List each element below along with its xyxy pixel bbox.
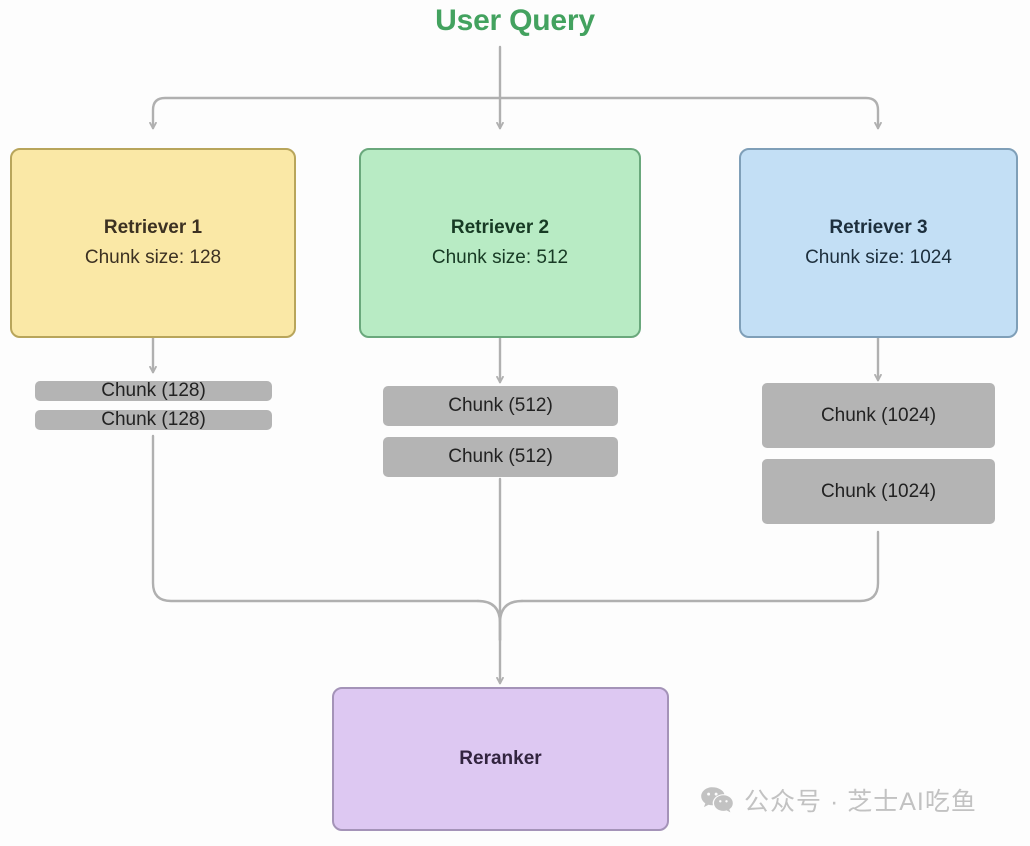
chunk-box-128-b-label: Chunk (128) <box>101 409 206 430</box>
retriever-1-title: Retriever 1 <box>103 216 203 238</box>
chunk-box-128-a-label: Chunk (128) <box>101 380 206 401</box>
retriever-3-title: Retriever 3 <box>829 216 928 238</box>
chunk-box-512-b-label: Chunk (512) <box>448 446 553 467</box>
diagram-title: User Query <box>435 4 595 37</box>
wechat-icon <box>700 786 734 814</box>
retriever-3-subtitle: Chunk size: 1024 <box>805 247 952 268</box>
chunk-box-1024-a-label: Chunk (1024) <box>820 404 937 426</box>
chunk-box-512-a-label: Chunk (512) <box>448 395 553 416</box>
chunk-box-512-a[interactable]: Chunk (512) <box>383 386 618 426</box>
watermark: 公众号 · 芝士AI吃鱼 <box>700 782 977 818</box>
watermark-text: 公众号 · 芝士AI吃鱼 <box>744 788 977 816</box>
chunk-box-128-a[interactable]: Chunk (128) <box>35 380 272 401</box>
chunk-box-512-b[interactable]: Chunk (512) <box>383 437 618 477</box>
chunk-box-128-b[interactable]: Chunk (128) <box>35 409 272 430</box>
chunk-box-1024-a[interactable]: Chunk (1024) <box>762 383 995 448</box>
chunk-box-1024-b-label: Chunk (1024) <box>820 480 937 502</box>
retriever-3-node[interactable]: Retriever 3 Chunk size: 1024 <box>739 148 1018 338</box>
edge-merge-right-curve <box>498 599 524 642</box>
edge-query-to-retriever3 <box>498 96 882 130</box>
reranker-title: Reranker <box>459 747 542 769</box>
edge-query-to-retriever1 <box>149 96 502 130</box>
retriever-2-node[interactable]: Retriever 2 Chunk size: 512 <box>359 148 641 338</box>
retriever-1-node[interactable]: Retriever 1 Chunk size: 128 <box>10 148 296 338</box>
edge-merge-left-curve <box>476 599 502 642</box>
retriever-2-subtitle: Chunk size: 512 <box>431 247 569 268</box>
edge-chunks3-to-merge <box>520 530 880 603</box>
retriever-1-subtitle: Chunk size: 128 <box>84 247 222 268</box>
retriever-2-title: Retriever 2 <box>450 216 550 238</box>
chunk-box-1024-b[interactable]: Chunk (1024) <box>762 459 995 524</box>
reranker-node[interactable]: Reranker <box>332 687 669 831</box>
